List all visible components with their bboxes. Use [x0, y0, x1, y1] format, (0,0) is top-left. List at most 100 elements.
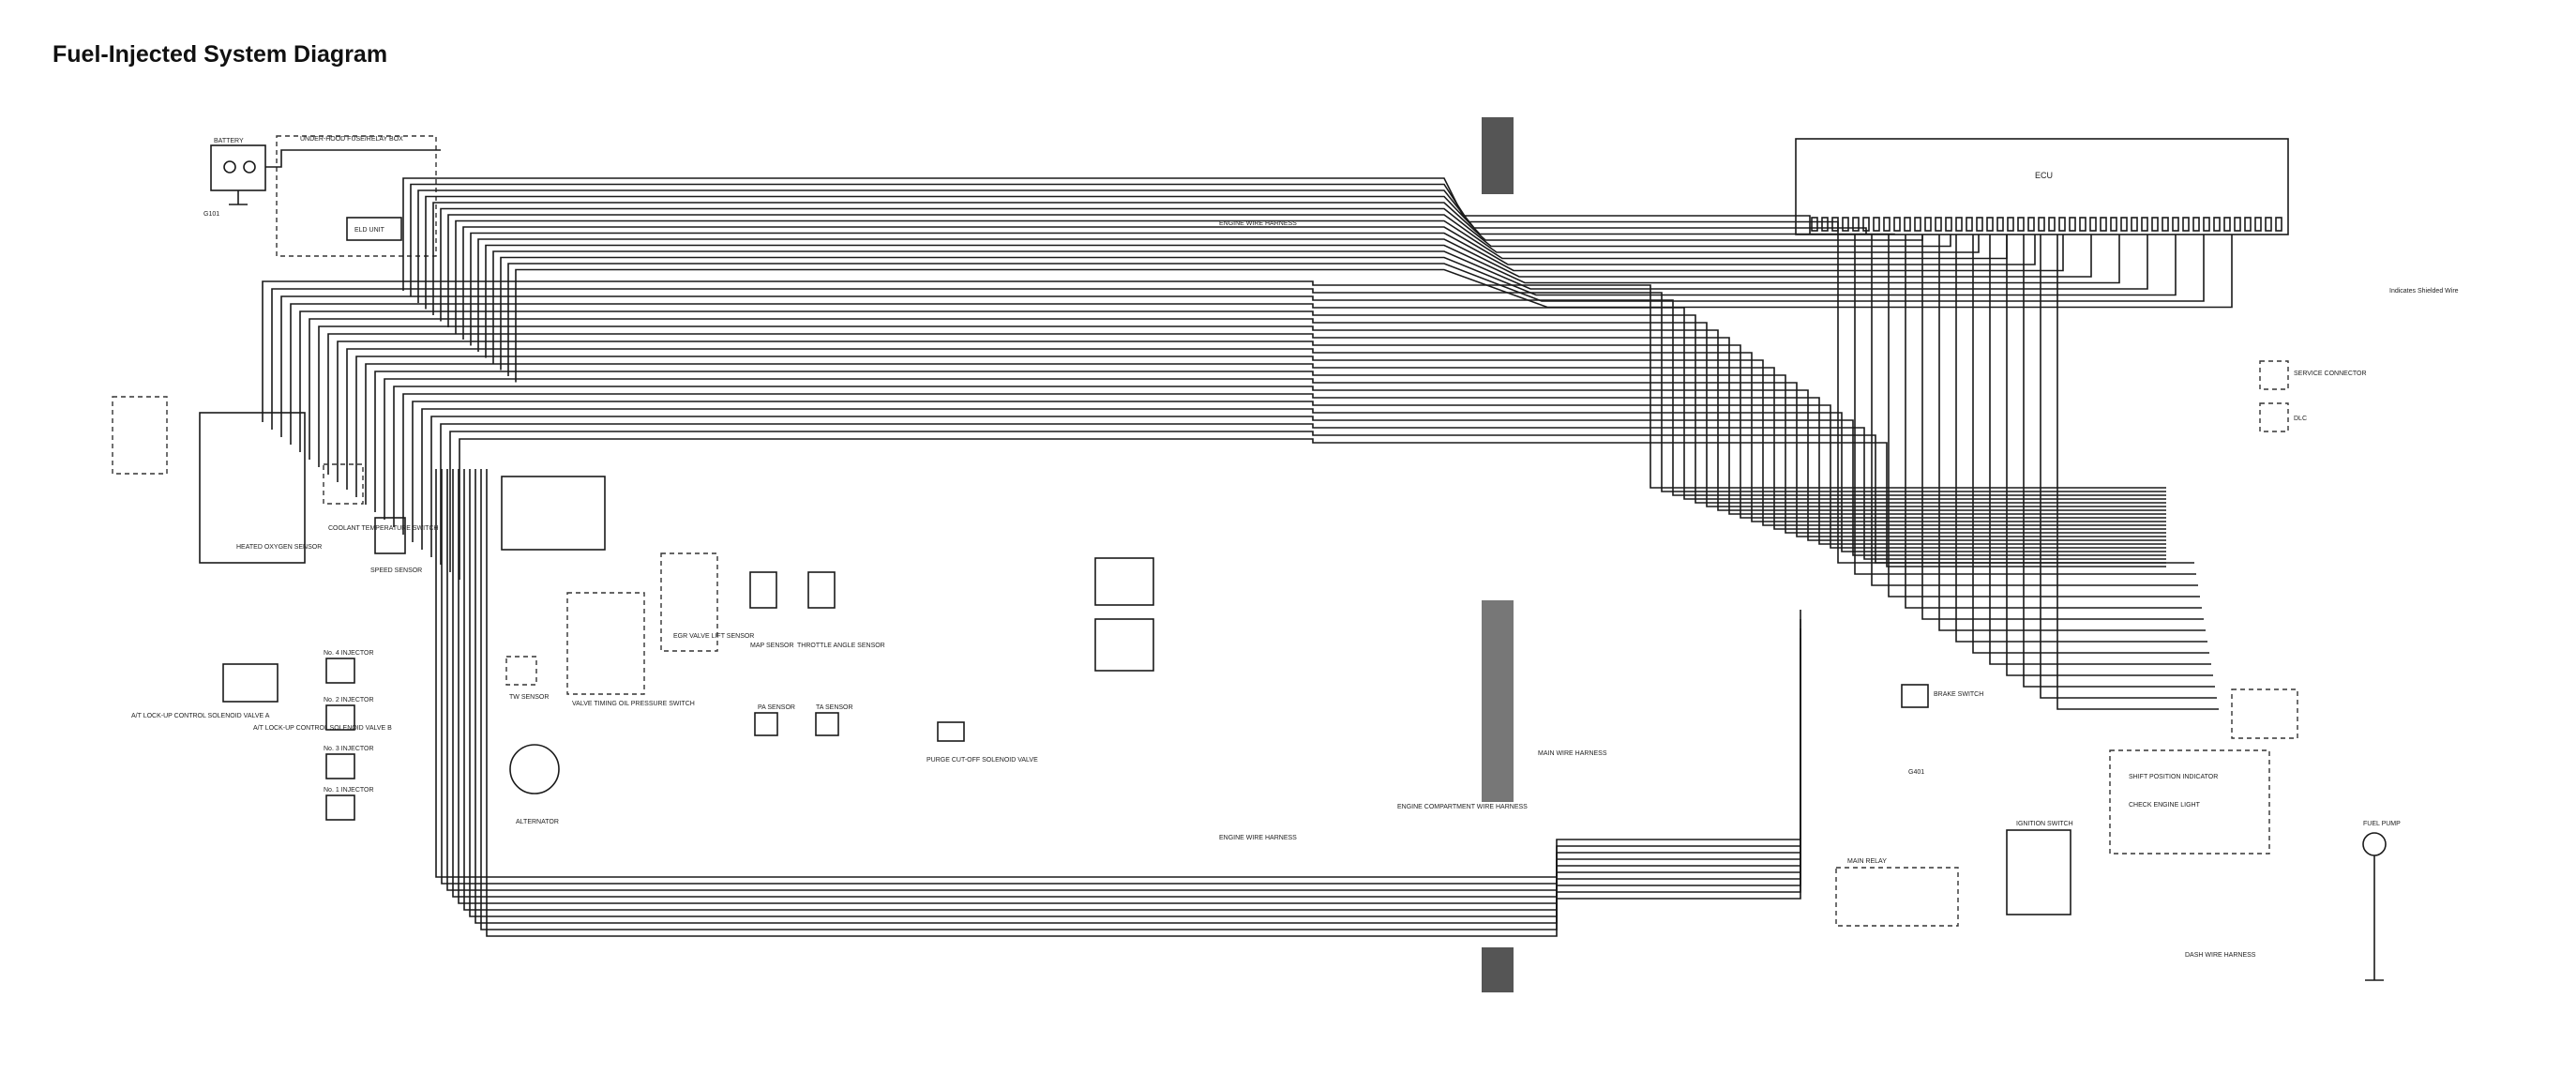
wire — [374, 371, 2166, 534]
ecu-pin — [2244, 217, 2252, 232]
wire — [262, 280, 2166, 489]
egr-lift-label: EGR VALVE LIFT SENSOR — [673, 633, 754, 640]
engine-harness-label-top: ENGINE WIRE HARNESS — [1219, 220, 1297, 227]
ecu-pin — [2007, 217, 2014, 232]
sensor-cluster: TW SENSOR VALVE TIMING OIL PRESSURE SWIT… — [501, 476, 1038, 764]
ta-sensor-label: TA SENSOR — [816, 704, 853, 711]
ecu-pin — [2027, 217, 2035, 232]
ecu-label: ECU — [2035, 171, 2053, 180]
ecu-pin — [2017, 217, 2025, 232]
ecu-pin — [1842, 217, 1849, 232]
ecu-pin — [2254, 217, 2262, 232]
wire-bundles — [262, 177, 2233, 937]
wire — [475, 469, 1801, 924]
pa-sensor-label: PA SENSOR — [758, 704, 795, 711]
wire — [441, 469, 1801, 885]
wire — [1854, 234, 2196, 575]
ecu-pin — [1852, 217, 1860, 232]
wire — [446, 469, 1801, 891]
wire — [1955, 234, 2207, 643]
oxygen-sensor: HEATED OXYGEN SENSOR — [112, 396, 322, 564]
wire — [2056, 234, 2219, 710]
shaded-blocks — [1482, 117, 1514, 992]
ecu-pin — [2162, 217, 2169, 232]
ecu-pin — [2110, 217, 2117, 232]
throttle-sensor-label: THROTTLE ANGLE SENSOR — [797, 643, 885, 649]
wire — [309, 318, 2166, 507]
wire — [463, 469, 1801, 911]
wire — [299, 310, 2166, 504]
page-title: Fuel-Injected System Diagram — [53, 41, 388, 68]
right-components: SERVICE CONNECTOR DLC BRAKE SWITCH SHIFT… — [1094, 288, 2459, 927]
ecu-pin — [1821, 217, 1829, 232]
wire — [1972, 234, 2209, 654]
coolant-switch-label: COOLANT TEMPERATURE SWITCH — [328, 525, 438, 532]
purge-valve-label: PURGE CUT-OFF SOLENOID VALVE — [926, 757, 1038, 764]
ecu-pin — [2234, 217, 2241, 232]
wire — [384, 378, 2166, 537]
speed-sensor: SPEED SENSOR — [370, 517, 422, 574]
ecu-pin — [1883, 217, 1891, 232]
wire — [337, 340, 2166, 519]
shielded-legend: Indicates Shielded Wire — [2389, 288, 2459, 295]
g401-label: G401 — [1908, 769, 1924, 776]
ecu-pin — [2172, 217, 2179, 232]
wire — [447, 214, 1980, 327]
compartment-harness-label: ENGINE COMPARTMENT WIRE HARNESS — [1397, 804, 1528, 810]
check-engine-label: CHECK ENGINE LIGHT — [2129, 802, 2201, 809]
ecu-pin — [1966, 217, 1973, 232]
ecu-pin — [1986, 217, 1994, 232]
wire — [1921, 234, 2204, 620]
wire — [290, 303, 2166, 500]
ecu-pin — [1914, 217, 1921, 232]
ecu-pin — [1935, 217, 1942, 232]
ecu-pin — [2275, 217, 2282, 232]
ecu-pin — [1873, 217, 1880, 232]
wire — [425, 195, 1895, 310]
dash-harness-label: DASH WIRE HARNESS — [2185, 952, 2256, 959]
battery-group: BATTERY G101 — [203, 138, 266, 218]
ecu-pin — [2058, 217, 2066, 232]
lockup-valves: A/T LOCK-UP CONTROL SOLENOID VALVE A A/T… — [131, 663, 392, 732]
ecu-pin — [2203, 217, 2210, 232]
wire — [480, 469, 1801, 930]
ecu-pin — [2182, 217, 2190, 232]
dlc-label: DLC — [2294, 416, 2307, 422]
shaded-block-bottom — [1482, 947, 1514, 992]
wire — [355, 355, 2166, 526]
speed-sensor-label: SPEED SENSOR — [370, 567, 422, 574]
wire — [417, 189, 1867, 303]
ecu-pin — [1893, 217, 1901, 232]
wire — [452, 469, 1801, 898]
wire — [410, 183, 1839, 297]
wire — [470, 232, 2064, 346]
wire — [1905, 234, 2202, 609]
wire — [402, 177, 1811, 291]
main-relay-label: MAIN RELAY — [1847, 858, 1887, 865]
g101-label: G101 — [203, 211, 219, 218]
wire — [271, 288, 2166, 492]
wire — [327, 333, 2166, 515]
ecu-pin — [1996, 217, 2004, 232]
wire — [458, 469, 1801, 904]
ecu-pin — [2213, 217, 2221, 232]
wire — [435, 469, 1801, 878]
wire — [469, 469, 1801, 917]
wire — [318, 325, 2166, 511]
wire — [507, 234, 2205, 376]
ecu-pin — [2089, 217, 2097, 232]
brake-switch-label: BRAKE SWITCH — [1934, 691, 1983, 698]
wire — [477, 234, 2092, 352]
battery-label: BATTERY — [214, 138, 244, 144]
ecu-pin — [2069, 217, 2076, 232]
ecu-pins — [1811, 217, 2282, 232]
coolant-switch: COOLANT TEMPERATURE SWITCH — [323, 463, 438, 532]
wire — [492, 234, 2148, 364]
wire — [2006, 234, 2213, 676]
ignition-switch-label: IGNITION SWITCH — [2016, 821, 2073, 827]
wire — [462, 226, 2036, 340]
shift-indicator-label: SHIFT POSITION INDICATOR — [2129, 774, 2218, 780]
wire — [500, 234, 2177, 371]
ecu-pin — [2265, 217, 2272, 232]
ecu-pin — [2223, 217, 2231, 232]
